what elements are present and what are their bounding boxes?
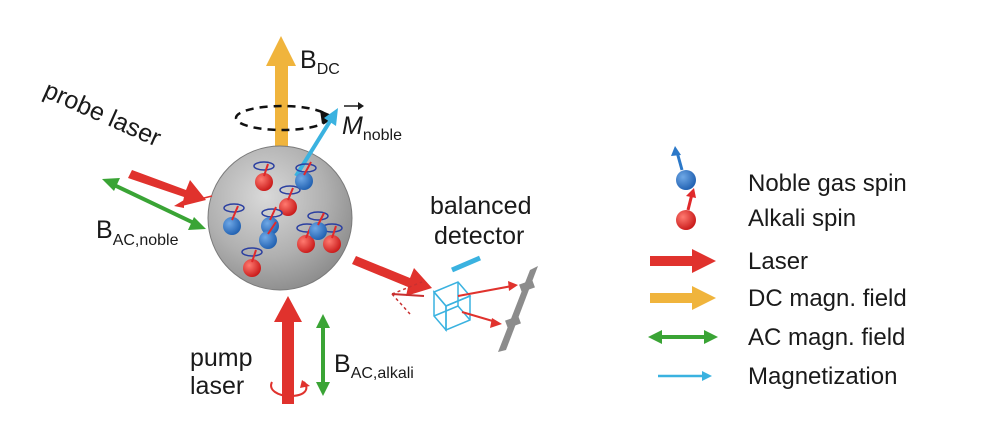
alkali-spin (253, 161, 275, 191)
pump-label: pump (190, 344, 253, 372)
magnetization-arrow (294, 108, 338, 178)
b-dc-label: BDC (300, 46, 340, 78)
ac-noble-field-arrow (102, 178, 206, 230)
noble-gas-spin-icon (671, 146, 696, 190)
legend-label: Alkali spin (748, 205, 856, 232)
dc-field-arrow (266, 36, 296, 172)
noble-gas-spin (259, 221, 277, 249)
noble-gas-spin (307, 211, 329, 240)
legend-label: Magnetization (748, 363, 897, 390)
legend-label: AC magn. field (748, 324, 905, 351)
noble-gas-spin (223, 203, 245, 235)
detector-label: detector (434, 222, 524, 250)
beam-to-detector-2 (461, 311, 497, 323)
legend-label: Laser (748, 248, 808, 275)
pump-laser-label: laser (190, 372, 244, 400)
ac-field-arrow-icon (648, 330, 718, 344)
spin-group (223, 161, 343, 277)
alkali-spin (241, 247, 263, 277)
alkali-spin-icon (676, 188, 696, 230)
probe-laser-label: probe laser (40, 76, 166, 152)
beam-splitter-cube (432, 281, 472, 333)
waveplate (451, 255, 481, 273)
noble-gas-spin (295, 161, 317, 190)
ac-alkali-field-arrow (316, 314, 330, 396)
beam-head-1 (508, 281, 518, 291)
alkali-spin (279, 185, 301, 216)
m-vector-arrow-head (358, 102, 364, 110)
legend: Noble gas spin Alkali spin Laser DC magn… (648, 146, 907, 390)
alkali-spin (296, 223, 318, 253)
legend-label: DC magn. field (748, 285, 907, 312)
balanced-label: balanced (430, 192, 531, 220)
b-ac-alkali-label: BAC,alkali (334, 350, 414, 382)
noble-gas-spin (261, 206, 283, 235)
beam-to-detector-1 (457, 285, 513, 297)
legend-label: Noble gas spin (748, 170, 907, 197)
laser-arrow-icon (650, 249, 716, 273)
b-ac-noble-label: BAC,noble (96, 216, 179, 249)
beam-head-2 (490, 318, 502, 328)
pump-laser-arrow (270, 296, 310, 404)
m-noble-label: Mnoble (342, 112, 402, 144)
polarization-indicator (391, 281, 425, 315)
output-laser-arrow (352, 256, 432, 296)
balanced-detector (498, 266, 538, 352)
dc-field-arrow-icon (650, 286, 716, 310)
magnetization-arrow-icon (658, 371, 712, 381)
probe-laser-arrow (128, 170, 213, 208)
